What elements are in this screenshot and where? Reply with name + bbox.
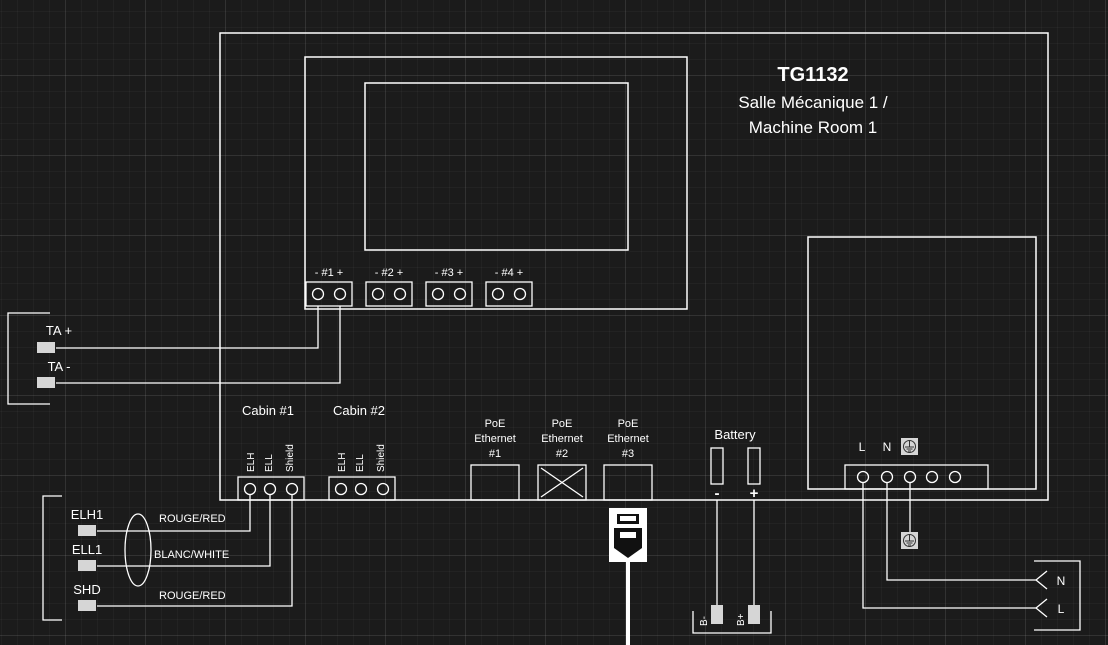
cabin-1-pin-shield: Shield (285, 444, 296, 472)
panel-subtitle-line1: Salle Mécanique 1 / (738, 93, 888, 112)
battery-plus-fuse (747, 447, 761, 485)
power-l-label: L (859, 440, 866, 454)
ta-minus-terminal (37, 377, 55, 388)
ell1-wire-color: BLANC/WHITE (154, 549, 229, 561)
cabin-1-terminal (237, 476, 305, 501)
mains-bracket (1034, 560, 1081, 631)
elh1-terminal (78, 525, 96, 536)
display-terminal-1: - #1 + (305, 267, 353, 307)
cabin-connector-bracket (42, 495, 62, 621)
ta-minus-label: TA - (48, 359, 71, 374)
poe-ethernet-1: PoE Ethernet #1 (470, 418, 520, 501)
ethernet-port-unused (537, 464, 587, 501)
terminal-label: - #1 + (315, 267, 343, 279)
cabin-1-label: Cabin #1 (242, 403, 294, 418)
cabin-2-terminal (328, 476, 396, 501)
display-terminal-3: - #3 + (425, 267, 473, 307)
battery-bracket (692, 611, 772, 634)
svg-text:PoE: PoE (485, 418, 506, 430)
terminal-label: - #4 + (495, 267, 523, 279)
poe-ethernet-3: PoE Ethernet #3 (603, 418, 653, 501)
cabin-2-label: Cabin #2 (333, 403, 385, 418)
ethernet-plug-icon (609, 508, 647, 562)
ground-icon (901, 438, 918, 455)
shd-wire-color: ROUGE/RED (159, 590, 226, 602)
ell1-label: ELL1 (72, 542, 102, 557)
power-n-label: N (883, 440, 892, 454)
ta-plus-terminal (37, 342, 55, 353)
battery-b-plus-terminal (748, 605, 760, 624)
svg-text:Ethernet: Ethernet (607, 433, 649, 445)
cabin-2-pin-shield: Shield (376, 444, 387, 472)
svg-text:PoE: PoE (618, 418, 639, 430)
cabin-1-field-wires (42, 495, 293, 621)
elh1-label: ELH1 (71, 507, 104, 522)
cabin-1-pin-elh: ELH (246, 453, 257, 472)
shd-label: SHD (73, 582, 100, 597)
shd-terminal (78, 600, 96, 611)
poe-ethernet-2: PoE Ethernet #2 (537, 418, 587, 501)
cabin-2-pin-elh: ELH (337, 453, 348, 472)
ground-icon (901, 532, 918, 549)
battery-label: Battery (714, 427, 756, 442)
svg-text:PoE: PoE (552, 418, 573, 430)
svg-text:Ethernet: Ethernet (474, 433, 516, 445)
battery-b-minus-terminal (711, 605, 723, 624)
display-module (304, 56, 688, 310)
svg-text:#2: #2 (556, 448, 568, 460)
cabin-2-pin-ell: ELL (355, 454, 366, 472)
mains-l-label: L (1058, 602, 1065, 616)
battery-b-plus-label: B+ (736, 613, 747, 626)
power-terminal-block (844, 464, 989, 490)
power-supply-module (807, 236, 1037, 490)
ethernet-port (470, 464, 520, 501)
panel-subtitle-line2: Machine Room 1 (749, 118, 878, 137)
panel-title: TG1132 (777, 64, 848, 86)
svg-text:#3: #3 (622, 448, 634, 460)
cabin-1-pin-ell: ELL (264, 454, 275, 472)
svg-text:#1: #1 (489, 448, 501, 460)
battery-minus-fuse (710, 447, 724, 485)
svg-text:Ethernet: Ethernet (541, 433, 583, 445)
ell1-terminal (78, 560, 96, 571)
terminal-label: - #3 + (435, 267, 463, 279)
elh1-wire-color: ROUGE/RED (159, 513, 226, 525)
mains-n-label: N (1057, 574, 1066, 588)
battery-minus-sign: - (715, 485, 720, 502)
twisted-pair-marker (124, 513, 152, 587)
ta-connector-bracket (7, 312, 50, 405)
battery-plus-sign: + (750, 485, 759, 502)
mains-wires (862, 483, 1081, 631)
ta-wires (7, 306, 341, 405)
display-terminal-4: - #4 + (485, 267, 533, 307)
battery-b-minus-label: B- (699, 616, 710, 626)
display-screen (364, 82, 629, 251)
display-terminal-2: - #2 + (365, 267, 413, 307)
terminal-label: - #2 + (375, 267, 403, 279)
ta-plus-label: TA + (46, 323, 72, 338)
ethernet-port (603, 464, 653, 501)
